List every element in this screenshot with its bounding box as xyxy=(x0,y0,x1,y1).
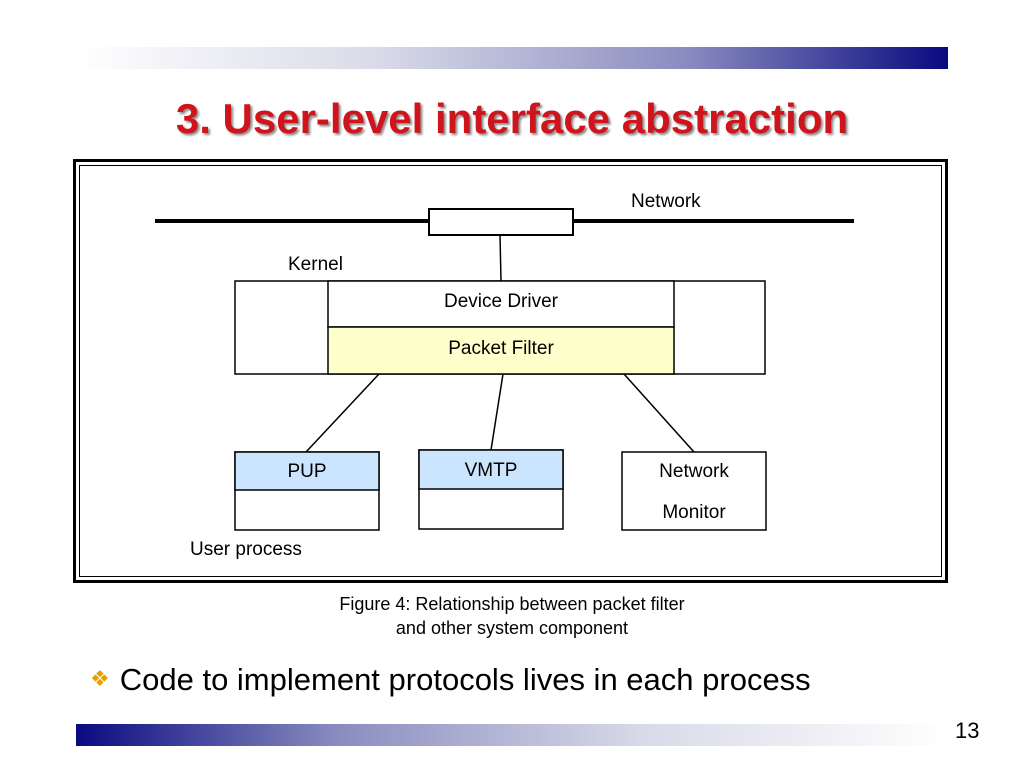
network-interface-box xyxy=(428,208,574,236)
kernel-label: Kernel xyxy=(288,254,343,275)
bullet-text: Code to implement protocols lives in eac… xyxy=(119,662,811,697)
connector-monitor xyxy=(623,373,695,453)
packet-filter-box xyxy=(327,326,675,375)
network-label: Network xyxy=(631,191,701,212)
page-number: 13 xyxy=(955,718,980,743)
bullet-item: ❖ Code to implement protocols lives in ea… xyxy=(90,662,811,698)
network-monitor-label-line2: Monitor xyxy=(662,502,726,523)
user-process-label: User process xyxy=(190,539,302,560)
vmtp-header xyxy=(418,449,564,490)
top-gradient-bar xyxy=(76,47,948,69)
pup-label: PUP xyxy=(287,461,327,482)
bottom-gradient-bar xyxy=(76,724,948,746)
interface-connector xyxy=(499,234,502,282)
pup-header xyxy=(234,451,380,491)
diagram-frame xyxy=(73,159,948,583)
connector-pup xyxy=(305,373,380,453)
network-monitor-label-line1: Network xyxy=(659,461,729,482)
connector-vmtp xyxy=(490,373,504,451)
slide-title: 3. User-level interface abstraction xyxy=(175,95,849,142)
device-driver-box xyxy=(327,280,675,328)
four-diamond-bullet-icon: ❖ xyxy=(90,666,110,691)
caption-line-2: and other system component xyxy=(395,618,629,638)
caption-line-1: Figure 4: Relationship between packet fi… xyxy=(339,594,685,614)
network-monitor-box xyxy=(621,451,767,531)
packet-filter-label: Packet Filter xyxy=(448,338,554,359)
device-driver-label: Device Driver xyxy=(443,291,559,312)
figure-caption: Figure 4: Relationship between packet fi… xyxy=(212,592,812,640)
vmtp-label: VMTP xyxy=(464,460,518,481)
